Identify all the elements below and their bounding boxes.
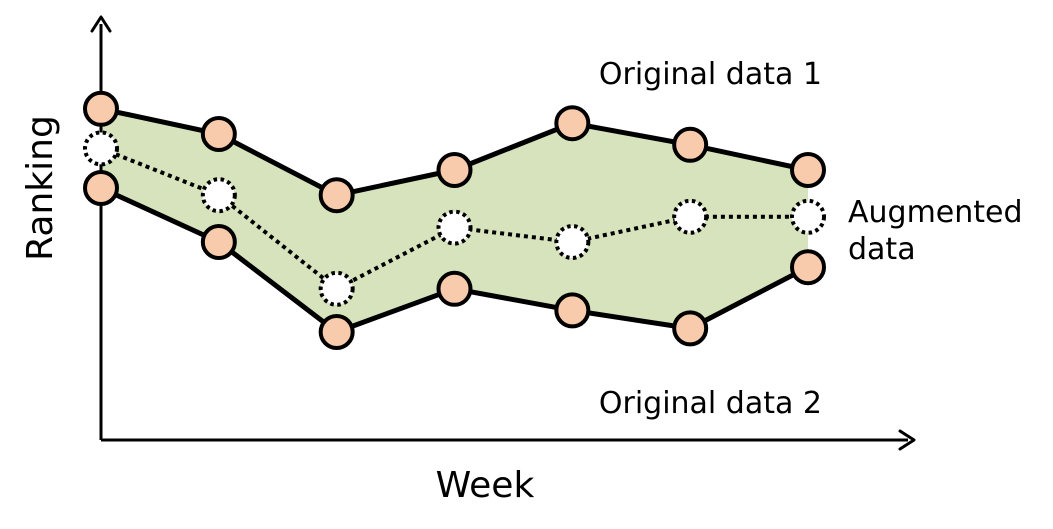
y-axis-label: Ranking bbox=[20, 115, 61, 261]
data-point-original-data-1-2 bbox=[200, 116, 237, 152]
data-point-original-data-2-4 bbox=[436, 270, 473, 307]
series-label-line-1: Augmented bbox=[848, 195, 1023, 230]
data-point-original-data-2-3 bbox=[318, 314, 355, 350]
series-label-line-2: data bbox=[848, 232, 916, 267]
data-point-augmented-data-5 bbox=[554, 224, 591, 260]
data-point-original-data-1-4 bbox=[436, 152, 473, 188]
data-point-augmented-data-4 bbox=[436, 209, 473, 246]
series-label-original-data-1: Original data 1 bbox=[599, 57, 822, 92]
data-point-original-data-2-2 bbox=[200, 224, 237, 260]
axis-layer: Week Ranking bbox=[20, 15, 916, 506]
data-point-original-data-1-5 bbox=[554, 105, 591, 142]
series-label-original-data-2: Original data 2 bbox=[599, 386, 822, 421]
data-point-augmented-data-2 bbox=[200, 177, 237, 214]
data-point-augmented-data-3 bbox=[318, 270, 355, 307]
data-point-original-data-2-5 bbox=[554, 292, 591, 329]
series-label-line-1: Original data 1 bbox=[599, 57, 822, 92]
y-axis-arrowhead-icon bbox=[90, 15, 112, 33]
data-point-original-data-1-1 bbox=[83, 90, 119, 127]
data-point-augmented-data-1 bbox=[83, 130, 119, 167]
data-point-original-data-2-1 bbox=[83, 170, 119, 206]
data-point-original-data-1-6 bbox=[672, 126, 709, 163]
x-axis-label: Week bbox=[436, 465, 535, 506]
data-point-augmented-data-6 bbox=[672, 198, 709, 235]
marker-layer bbox=[83, 90, 826, 350]
data-point-original-data-2-6 bbox=[672, 310, 709, 347]
data-point-augmented-data-7 bbox=[790, 198, 826, 235]
x-axis-arrowhead-icon bbox=[898, 429, 916, 451]
data-point-original-data-1-3 bbox=[318, 177, 355, 214]
data-point-original-data-1-7 bbox=[790, 152, 826, 188]
series-label-line-1: Original data 2 bbox=[599, 386, 822, 421]
data-point-original-data-2-7 bbox=[790, 249, 826, 286]
